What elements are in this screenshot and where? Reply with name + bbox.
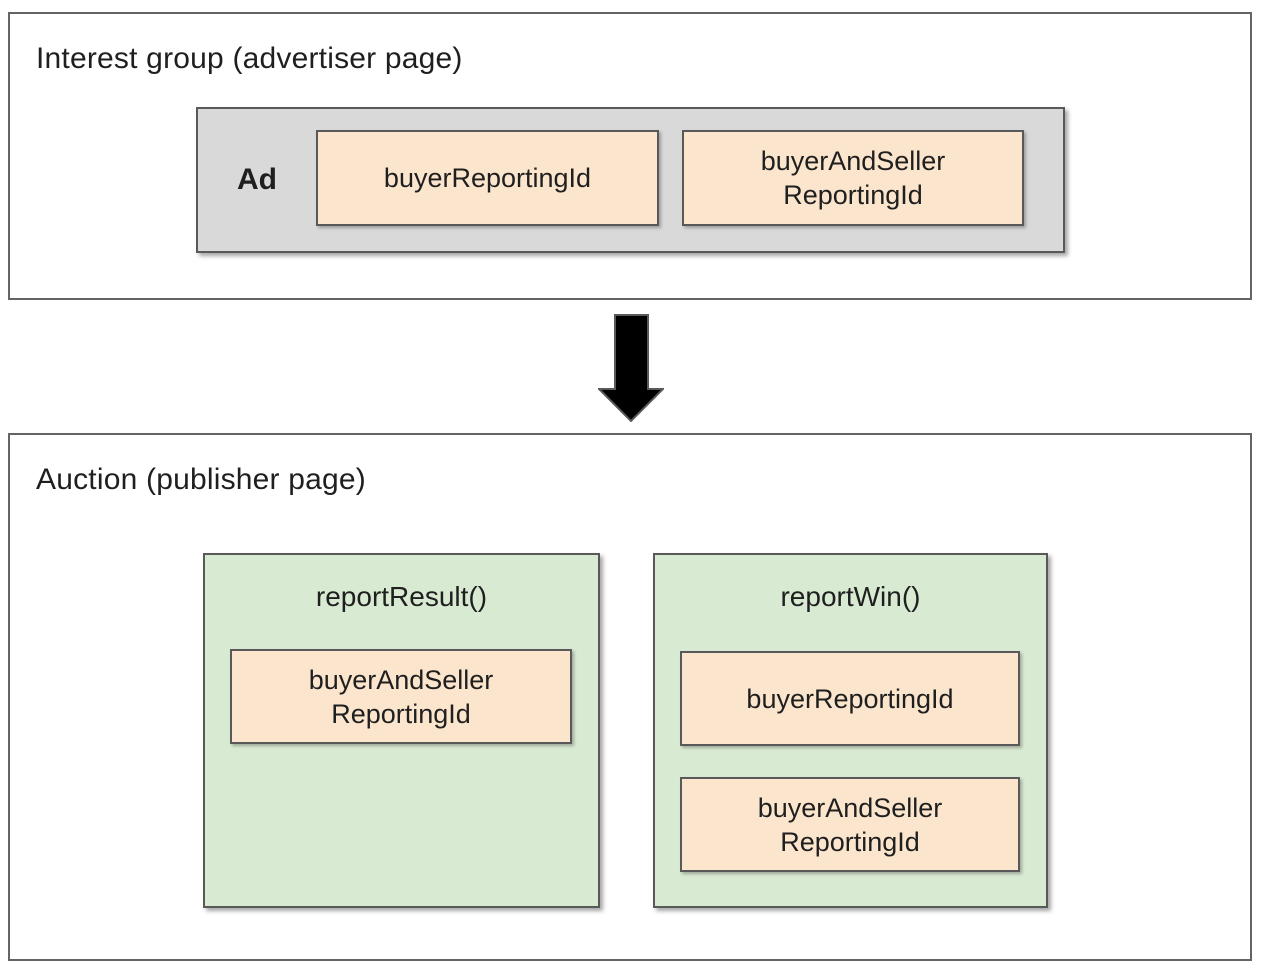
report-result-box: reportResult() buyerAndSeller ReportingI… [203, 553, 600, 908]
chip-buyer-and-seller-reporting-id: buyerAndSeller ReportingId [230, 649, 572, 744]
chip-buyer-and-seller-line2: ReportingId [780, 826, 920, 857]
report-win-box: reportWin() buyerReportingId buyerAndSel… [653, 553, 1048, 908]
chip-buyer-and-seller-line2: ReportingId [331, 698, 471, 729]
chip-buyer-and-seller-line2: ReportingId [783, 180, 923, 210]
chip-buyer-reporting-id-text: buyerReportingId [746, 683, 954, 714]
chip-buyer-and-seller-reporting-id: buyerAndSeller ReportingId [682, 130, 1024, 226]
chip-buyer-and-seller-line1: buyerAndSeller [760, 146, 946, 176]
report-result-label: reportResult() [315, 581, 488, 612]
auction-title: Auction (publisher page) [36, 463, 366, 496]
chip-buyer-and-seller-line1: buyerAndSeller [757, 792, 943, 823]
chip-buyer-and-seller-reporting-id: buyerAndSeller ReportingId [680, 777, 1020, 872]
interest-group-panel: Interest group (advertiser page) Ad buye… [8, 12, 1252, 300]
report-win-label: reportWin() [780, 581, 921, 612]
ad-box: Ad buyerReportingId buyerAndSeller Repor… [196, 107, 1065, 253]
chip-buyer-reporting-id: buyerReportingId [680, 651, 1020, 746]
chip-buyer-reporting-id: buyerReportingId [316, 130, 659, 226]
auction-panel: Auction (publisher page) reportResult() … [8, 433, 1252, 961]
chip-buyer-and-seller-line1: buyerAndSeller [308, 664, 494, 695]
down-arrow-icon [598, 314, 664, 422]
chip-buyer-reporting-id-text: buyerReportingId [383, 163, 592, 193]
ad-label: Ad [237, 163, 277, 196]
interest-group-title: Interest group (advertiser page) [36, 42, 463, 75]
